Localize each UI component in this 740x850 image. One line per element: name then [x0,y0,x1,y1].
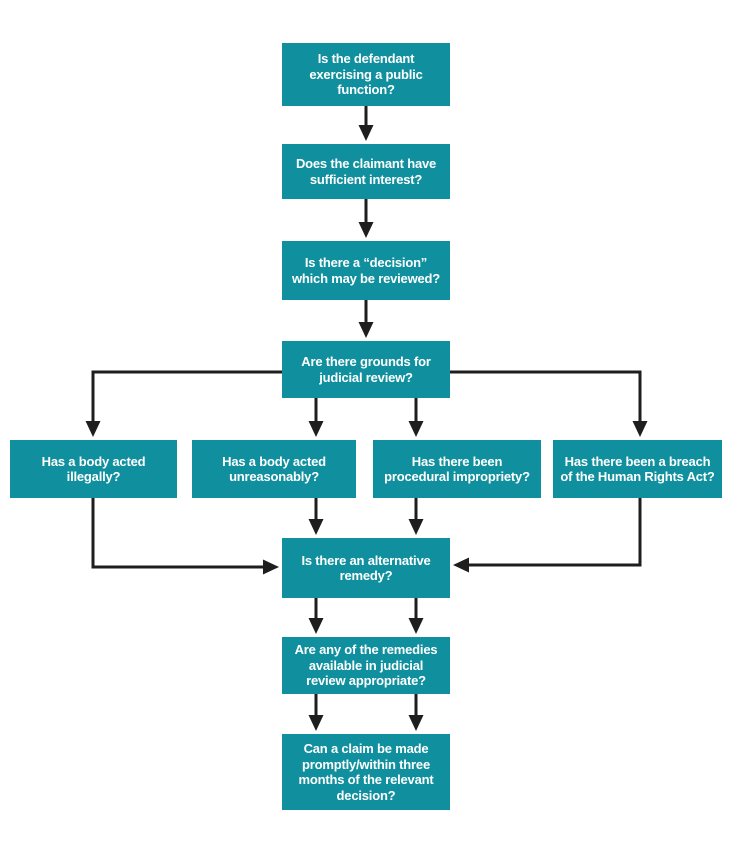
node-public-function: Is the defendant exercising a public fun… [282,43,450,106]
node-sufficient-interest: Does the claimant have sufficient intere… [282,144,450,199]
node-alternative-remedy: Is there an alternative remedy? [282,538,450,598]
node-claim-promptly: Can a claim be made promptly/within thre… [282,734,450,810]
node-grounds-for-review: Are there grounds for judicial review? [282,341,450,398]
node-decision-reviewable: Is there a “decision” which may be revie… [282,241,450,300]
node-procedural-impropriety: Has there been procedural impropriety? [373,440,541,498]
node-remedies-appropriate: Are any of the remedies available in jud… [282,637,450,694]
node-acted-unreasonably: Has a body acted unreasonably? [192,440,356,498]
node-acted-illegally: Has a body acted illegally? [10,440,177,498]
node-hra-breach: Has there been a breach of the Human Rig… [553,440,722,498]
